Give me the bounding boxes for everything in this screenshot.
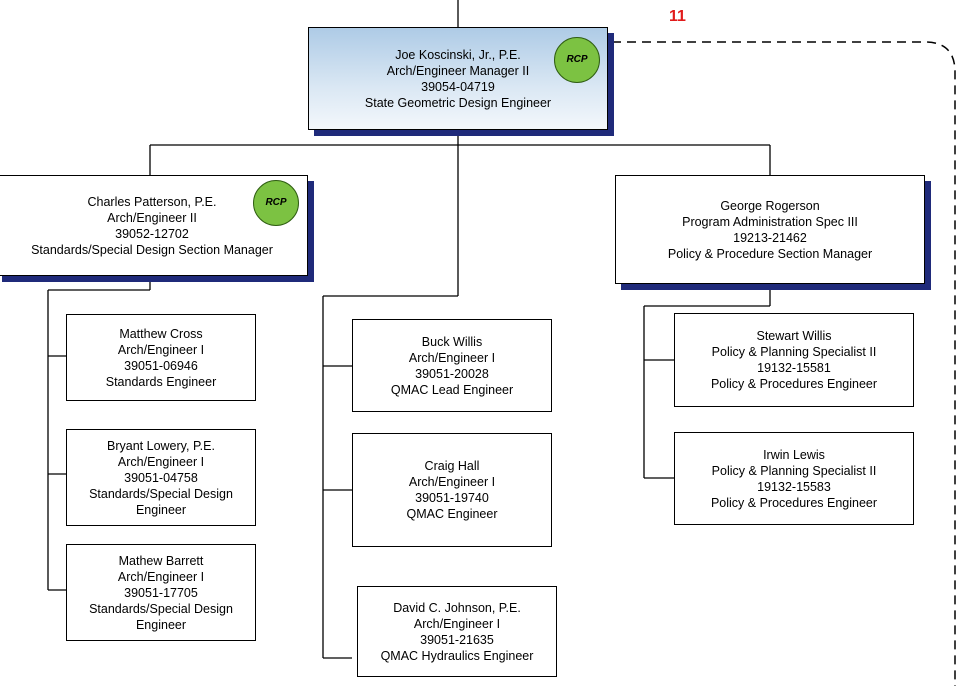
staff-position: 39051-20028 [415,366,489,381]
staff-box-craig-hall: Craig Hall Arch/Engineer I 39051-19740 Q… [352,433,552,547]
staff-position: 39051-17705 [124,585,198,600]
staff-name: Craig Hall [424,459,480,473]
staff-box-bryant-lowery: Bryant Lowery, P.E. Arch/Engineer I 3905… [66,429,256,526]
staff-role: Standards Engineer [105,374,217,389]
right-manager-box: George Rogerson Program Administration S… [615,175,925,284]
right-mgr-name: George Rogerson [720,198,820,213]
staff-role: Standards/Special Design Engineer [89,601,233,632]
page-number: 11 [669,8,686,25]
staff-position: 39051-21635 [420,632,494,647]
staff-box-buck-willis: Buck Willis Arch/Engineer I 39051-20028 … [352,319,552,412]
staff-name: Buck Willis [421,334,483,349]
staff-name: Irwin Lewis [763,447,825,462]
staff-position: 19132-15581 [757,361,831,375]
staff-title: Arch/Engineer I [408,350,496,365]
top-position: 39054-04719 [421,79,495,94]
staff-title: Arch/Engineer I [413,616,501,631]
staff-box-stewart-willis: Stewart Willis Policy & Planning Special… [674,313,914,407]
right-mgr-title: Program Administration Spec III [682,214,858,229]
top-role: State Geometric Design Engineer [364,95,552,110]
staff-box-irwin-lewis: Irwin Lewis Policy & Planning Specialist… [674,432,914,525]
left-manager-box: Charles Patterson, P.E. Arch/Engineer II… [0,175,308,276]
staff-title: Policy & Planning Specialist II [711,463,877,478]
staff-name: Matthew Cross [119,326,203,341]
staff-name: Mathew Barrett [118,553,204,568]
staff-box-mathew-barrett: Mathew Barrett Arch/Engineer I 39051-177… [66,544,256,641]
rcp-badge: RCP [554,37,600,83]
top-name: Joe Koscinski, Jr., P.E. [395,47,521,62]
staff-role: Policy & Procedures Engineer [710,495,878,510]
staff-title: Arch/Engineer I [408,475,496,489]
right-mgr-position: 19213-21462 [733,230,807,245]
staff-title: Arch/Engineer I [117,569,205,584]
right-mgr-role: Policy & Procedure Section Manager [667,246,873,261]
staff-position: 39051-04758 [124,470,198,485]
left-mgr-name: Charles Patterson, P.E. [87,194,217,209]
staff-role: Standards/Special Design Engineer [89,486,233,517]
staff-role: QMAC Hydraulics Engineer [380,648,534,663]
staff-role: QMAC Lead Engineer [390,382,514,397]
staff-position: 39051-06946 [124,358,198,373]
staff-title: Policy & Planning Specialist II [711,345,877,359]
left-mgr-position: 39052-12702 [115,226,189,241]
left-mgr-title: Arch/Engineer II [107,210,197,225]
staff-position: 39051-19740 [415,491,489,505]
staff-box-matthew-cross: Matthew Cross Arch/Engineer I 39051-0694… [66,314,256,401]
staff-role: QMAC Engineer [406,507,498,521]
left-mgr-role: Standards/Special Design Section Manager [31,242,273,257]
staff-name: Bryant Lowery, P.E. [107,438,215,453]
staff-role: Policy & Procedures Engineer [710,377,878,391]
staff-name: Stewart Willis [756,329,832,343]
rcp-badge: RCP [253,180,299,226]
staff-box-david-johnson: David C. Johnson, P.E. Arch/Engineer I 3… [357,586,557,677]
top-title: Arch/Engineer Manager II [386,63,530,78]
staff-title: Arch/Engineer I [117,342,205,357]
staff-position: 19132-15583 [757,479,831,494]
staff-title: Arch/Engineer I [117,454,205,469]
top-manager-box: Joe Koscinski, Jr., P.E. Arch/Engineer M… [308,27,608,130]
staff-name: David C. Johnson, P.E. [393,600,521,615]
